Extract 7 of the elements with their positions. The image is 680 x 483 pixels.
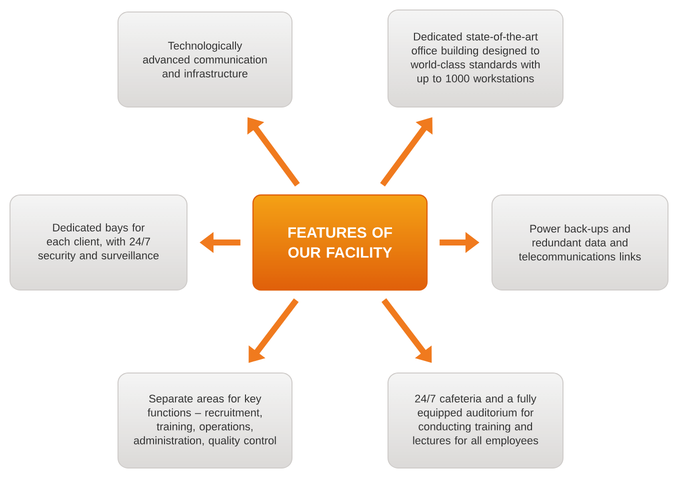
feature-box: Dedicated state-of-the-art office building designed to world-class standards with up to 1000 workstations	[388, 10, 564, 108]
feature-box: Dedicated bays for each client, with 24/7 security and surveillance	[10, 194, 188, 290]
feature-box: Separate areas for key functions – recruitment, training, operations, administration, quality control	[118, 372, 292, 468]
title-box: FEATURES OF OUR FACILITY	[252, 194, 428, 291]
feature-box: Technologically advanced communication and infrastructure	[118, 12, 292, 108]
feature-box: 24/7 cafeteria and a fully equipped auditorium for conducting training and lectures for all employees	[388, 372, 564, 468]
feature-box: Power back-ups and redundant data and telecommunications links	[492, 194, 668, 290]
